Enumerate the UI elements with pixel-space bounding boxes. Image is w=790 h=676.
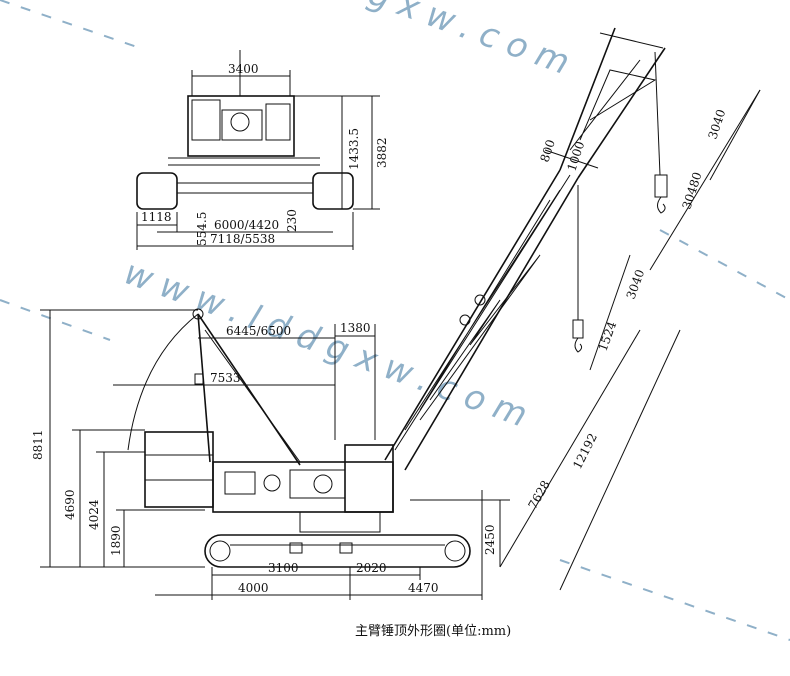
dim-800: 800 xyxy=(538,138,558,164)
watermark-dash xyxy=(559,559,790,641)
dim-radius-top: 6445/6500 xyxy=(226,324,291,338)
watermark: www.lddgxw.com xyxy=(161,0,584,86)
crawler-track xyxy=(204,534,471,568)
dim-gauge: 6000/4420 xyxy=(214,218,279,232)
main-boom xyxy=(384,169,561,461)
dim-len3100: 3100 xyxy=(268,561,299,575)
dim-height-1: 1433.5 xyxy=(347,128,361,170)
watermark-dash xyxy=(659,229,790,301)
watermark-dash xyxy=(0,0,141,49)
dim-30480: 30480 xyxy=(680,170,705,211)
dim-overall-width: 7118/5538 xyxy=(210,232,275,246)
dim-tread: 230 xyxy=(285,209,299,232)
cab xyxy=(344,444,394,513)
boom-dims: 7628 12192 3040 1524 800 1000 3040 30480 xyxy=(499,89,761,591)
dim-len2020: 2020 xyxy=(356,561,387,575)
dim-track-width: 1118 xyxy=(141,210,172,224)
side-view: 8811 4690 4024 1890 6445/6500 1380 7533 … xyxy=(31,27,668,600)
dim-h4024: 4024 xyxy=(87,499,101,530)
dim-len4470: 4470 xyxy=(408,581,439,595)
hook-line-2 xyxy=(654,51,661,176)
mast xyxy=(197,313,301,466)
watermark-dash xyxy=(0,299,111,341)
dim-height-2: 3882 xyxy=(375,137,389,168)
left-track xyxy=(136,172,178,210)
dim-12192: 12192 xyxy=(570,431,600,471)
dim-ground-clear: 554.5 xyxy=(195,212,209,246)
dim-h1890: 1890 xyxy=(109,525,123,556)
dim-3040-mid: 3040 xyxy=(624,268,648,301)
right-track xyxy=(312,172,354,210)
dim-len4000: 4000 xyxy=(238,581,269,595)
dim-7628: 7628 xyxy=(525,478,552,511)
dim-width-top: 3400 xyxy=(228,62,259,76)
dim-3040-top: 3040 xyxy=(706,108,729,141)
upper-body xyxy=(187,95,295,157)
dim-h4690: 4690 xyxy=(63,489,77,520)
jib xyxy=(559,27,616,171)
watermark-text-top: www.lddgxw.com xyxy=(161,0,584,86)
dim-radius-mid: 7533 xyxy=(210,371,241,385)
dim-total-height: 8811 xyxy=(31,429,45,460)
dim-h2450: 2450 xyxy=(483,524,497,555)
dim-offset-1380: 1380 xyxy=(340,321,371,335)
figure-caption: 主臂锤顶外形圈(单位:mm) xyxy=(355,624,511,639)
counterweight xyxy=(144,431,214,508)
front-view: 3400 1433.5 3882 1118 554.5 6000/4420 23… xyxy=(136,50,389,250)
dim-1524: 1524 xyxy=(596,319,620,353)
